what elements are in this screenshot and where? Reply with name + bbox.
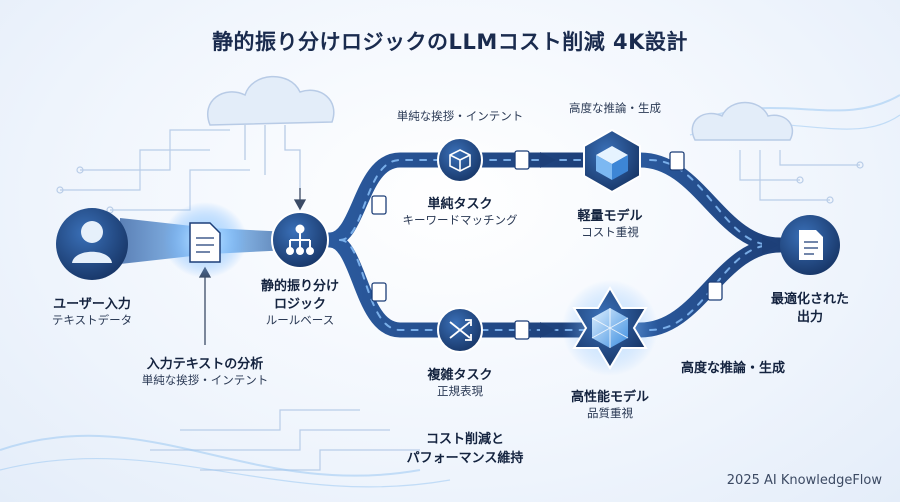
- top-path-label: 単純な挨拶・インテント: [396, 109, 524, 123]
- high-model-subtitle: 品質重視: [587, 406, 633, 420]
- footer-credit: 2025 AI KnowledgeFlow: [726, 473, 882, 488]
- cloud-icon: [207, 75, 335, 190]
- model-cube-icon: [596, 146, 628, 180]
- output-node: [780, 215, 840, 275]
- background-circuits: [56, 129, 864, 471]
- complex-task-title: 複雑タスク: [427, 368, 493, 383]
- router-title-line2: ロジック: [273, 297, 326, 312]
- page-title: 静的振り分けロジックのLLMコスト削減 4K設計: [212, 30, 688, 54]
- high-model-side-label: 高度な推論・生成: [680, 361, 785, 376]
- flow-arrowheads: [540, 152, 778, 338]
- high-model-title: 高性能モデル: [570, 390, 649, 405]
- user-avatar: [56, 208, 128, 280]
- flow-pipe-highlights: [339, 159, 773, 331]
- light-model-top-label: 高度な推論・生成: [569, 101, 661, 115]
- summary-line1: コスト削減と: [425, 432, 504, 447]
- simple-task-subtitle: キーワードマッチング: [402, 213, 518, 227]
- cube-icon: [449, 149, 471, 172]
- flow-pipes: [322, 152, 788, 338]
- router-node: [271, 211, 329, 269]
- complex-task-subtitle: 正規表現: [437, 384, 483, 398]
- complex-task-node: [437, 307, 483, 353]
- light-model-subtitle: コスト重視: [581, 225, 639, 239]
- output-title-line1: 最適化された: [770, 292, 849, 307]
- router-subtitle: ルールベース: [265, 313, 335, 327]
- high-model-node: [562, 280, 658, 376]
- user-input-subtitle: テキストデータ: [51, 313, 133, 327]
- simple-task-node: [437, 137, 483, 183]
- crystal-icon: [591, 308, 629, 348]
- simple-task-title: 単純タスク: [427, 197, 493, 212]
- input-document-icon: [189, 222, 221, 263]
- shuffle-icon: [449, 319, 472, 341]
- cloud-icon: [691, 101, 794, 141]
- summary-line2: パフォーマンス維持: [406, 451, 524, 466]
- router-title-line1: 静的振り分け: [260, 279, 339, 294]
- analysis-subtitle: 単純な挨拶・インテント: [141, 373, 269, 387]
- document-packet-icon: [371, 150, 723, 340]
- analysis-title: 入力テキストの分析: [146, 357, 264, 372]
- light-model-title: 軽量モデル: [577, 209, 643, 224]
- output-document-icon: [799, 230, 823, 260]
- user-input-title: ユーザー入力: [53, 297, 131, 312]
- light-model-node: [583, 128, 641, 194]
- output-title-line2: 出力: [796, 310, 823, 325]
- hierarchy-icon: [286, 224, 314, 255]
